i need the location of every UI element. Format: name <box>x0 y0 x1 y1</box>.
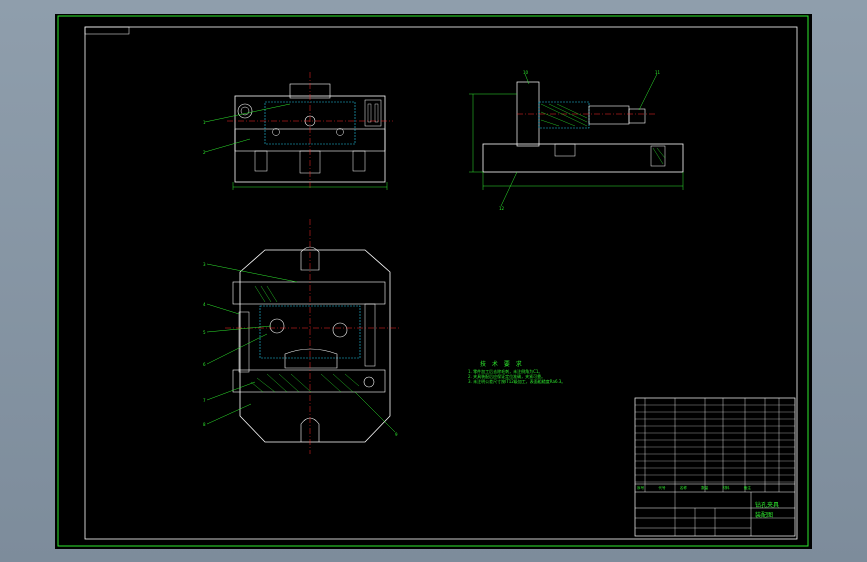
parts-header-2: 名称 <box>679 486 687 490</box>
part-label-11: 11 <box>655 70 661 75</box>
part-label-12: 12 <box>499 206 505 211</box>
outer-frame <box>57 15 809 547</box>
assembly-drawing <box>57 15 809 547</box>
front-view <box>204 72 393 190</box>
part-label-6: 6 <box>203 362 206 367</box>
part-label-5: 5 <box>203 330 206 335</box>
parts-list-table <box>634 397 796 537</box>
corner-label-box <box>84 26 130 35</box>
part-label-8: 8 <box>203 422 206 427</box>
parts-header-1: 代号 <box>658 486 666 490</box>
tech-requirements-title: 技 术 要 求 <box>480 361 524 368</box>
part-label-3: 3 <box>203 262 206 267</box>
tech-requirements-list: 1. 零件加工后去除毛刺，未注倒角为C1。 2. 夹具装配后应保证定位准确，夹紧… <box>468 369 638 385</box>
plan-view <box>206 219 400 454</box>
parts-header-4: 材料 <box>722 486 730 490</box>
parts-header-3: 数量 <box>701 486 709 490</box>
inner-frame <box>84 26 798 540</box>
parts-header-5: 备注 <box>743 486 751 490</box>
part-label-4: 4 <box>203 302 206 307</box>
part-label-9: 9 <box>395 432 398 437</box>
drawing-title: 钻孔夹具 <box>755 502 780 509</box>
part-label-2: 2 <box>203 150 206 155</box>
tech-requirement-2: 2. 夹具装配后应保证定位准确，夹紧可靠。 <box>468 374 546 380</box>
parts-list-header: 序号 代号 名称 数量 材料 备注 <box>637 486 751 491</box>
drawing-subtitle: 装配图 <box>755 512 774 519</box>
parts-header-0: 序号 <box>637 486 645 490</box>
tech-requirement-3: 3. 未注明公差尺寸按IT12级加工，表面粗糙度Ra6.3。 <box>468 379 566 385</box>
part-label-7: 7 <box>203 398 206 403</box>
side-view <box>469 73 684 207</box>
part-label-10: 10 <box>523 70 529 75</box>
part-label-1: 1 <box>203 120 206 125</box>
tech-requirement-1: 1. 零件加工后去除毛刺，未注倒角为C1。 <box>468 369 543 374</box>
